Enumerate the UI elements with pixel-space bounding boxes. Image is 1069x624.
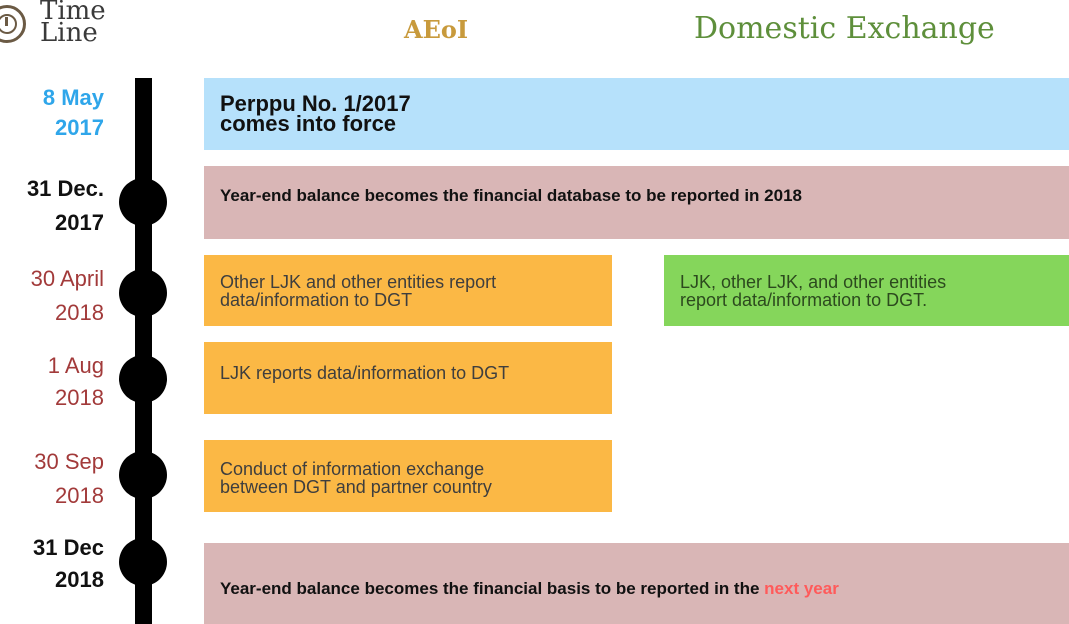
timeline-dot-dec-2017 bbox=[119, 178, 167, 226]
aeoi-box-aug-2018: LJK reports data/information to DGT bbox=[204, 342, 612, 414]
aeoi-apr-line2: data/information to DGT bbox=[220, 289, 413, 310]
date-label-may-2017: 8 May 2017 bbox=[43, 83, 104, 143]
aeoi-box-apr-2018: Other LJK and other entities report data… bbox=[204, 255, 612, 326]
date-line1: 30 April bbox=[30, 266, 104, 291]
aeoi-sep-line2: between DGT and partner country bbox=[220, 477, 492, 497]
date-line2: 2018 bbox=[55, 385, 104, 410]
date-label-sep-2018: 30 Sep 2018 bbox=[34, 445, 104, 513]
date-line1: 30 Sep bbox=[34, 449, 104, 474]
aeoi-column-header: AEoI bbox=[404, 15, 469, 44]
date-line2: 2018 bbox=[55, 483, 104, 508]
domestic-exchange-column-header: Domestic Exchange bbox=[694, 11, 995, 46]
date-label-dec-2017: 31 Dec. 2017 bbox=[27, 172, 104, 240]
date-line2: 2018 bbox=[55, 567, 104, 592]
date-line2: 2017 bbox=[55, 210, 104, 235]
date-line1: 31 Dec bbox=[33, 535, 104, 560]
aeoi-sep-line1: Conduct of information exchange bbox=[220, 459, 485, 479]
timeline-dot-aug-2018 bbox=[119, 355, 167, 403]
timeline-dot-sep-2018 bbox=[119, 451, 167, 499]
yearend-2017-text: Year-end balance becomes the financial d… bbox=[220, 185, 802, 205]
date-label-aug-2018: 1 Aug 2018 bbox=[48, 350, 104, 414]
event-box-yearend-2018: Year-end balance becomes the financial b… bbox=[204, 543, 1069, 624]
clock-logo-icon bbox=[0, 5, 26, 43]
timeline-dot-apr-2018 bbox=[119, 269, 167, 317]
yearend-2018-main: Year-end balance becomes the financial b… bbox=[220, 578, 765, 598]
perppu-line2: comes into force bbox=[220, 111, 397, 136]
logo-title-line2: Line bbox=[40, 18, 98, 48]
yearend-2018-accent: next year bbox=[764, 578, 839, 598]
date-line1: 1 Aug bbox=[47, 353, 104, 378]
yearend-2018-text: Year-end balance becomes the financial b… bbox=[220, 579, 839, 599]
event-box-yearend-2017: Year-end balance becomes the financial d… bbox=[204, 166, 1069, 239]
date-label-dec-2018: 31 Dec 2018 bbox=[33, 532, 104, 596]
logo-title-line1: Time bbox=[40, 0, 106, 26]
dom-apr-line2: report data/information to DGT. bbox=[680, 289, 928, 310]
date-line1: 31 Dec. bbox=[26, 176, 104, 201]
event-box-perppu: Perppu No. 1/2017 comes into force bbox=[204, 78, 1069, 150]
date-line2: 2017 bbox=[55, 115, 104, 140]
aeoi-aug-text: LJK reports data/information to DGT bbox=[220, 363, 510, 383]
date-line1: 8 May bbox=[42, 85, 104, 110]
date-label-apr-2018: 30 April 2018 bbox=[31, 262, 104, 330]
domestic-box-apr-2018: LJK, other LJK, and other entities repor… bbox=[664, 255, 1069, 326]
aeoi-box-sep-2018: Conduct of information exchange between … bbox=[204, 440, 612, 512]
logo-title: Time Line bbox=[40, 0, 130, 48]
date-line2: 2018 bbox=[55, 300, 104, 325]
dom-apr-line1: LJK, other LJK, and other entities bbox=[680, 271, 947, 292]
perppu-line1: Perppu No. 1/2017 bbox=[220, 91, 411, 116]
timeline-dot-dec-2018 bbox=[119, 538, 167, 586]
aeoi-apr-line1: Other LJK and other entities report bbox=[220, 271, 497, 292]
